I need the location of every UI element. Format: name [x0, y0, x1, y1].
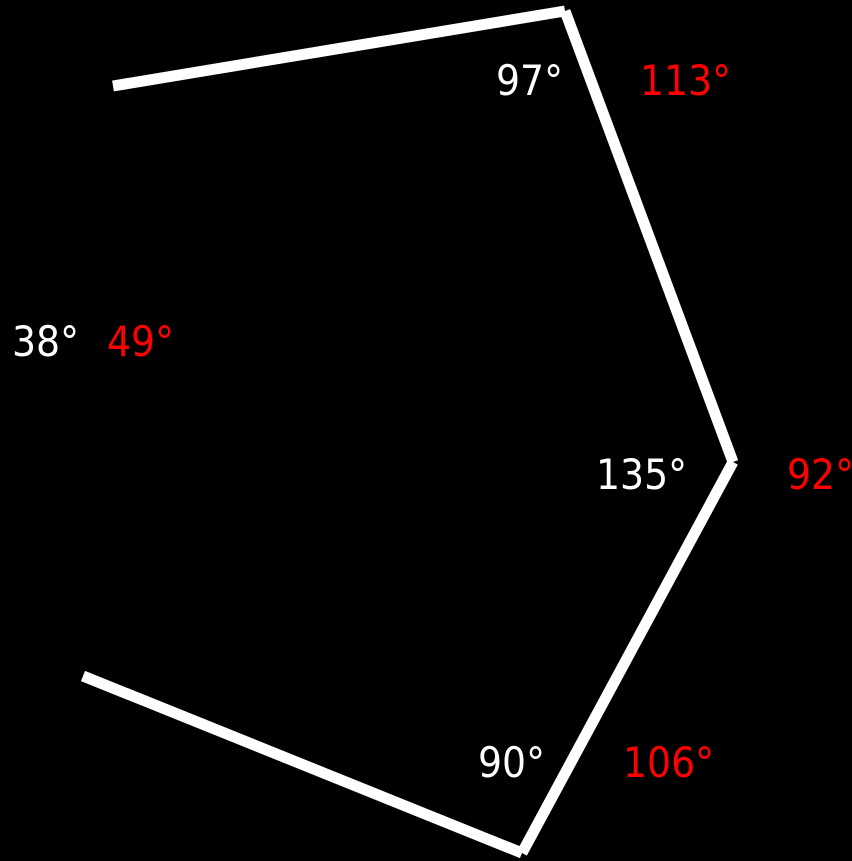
right-vertex-angle-label: 135° — [596, 450, 687, 499]
segment-bottom-to-lower-left — [80, 670, 525, 859]
bottom-vertex-alt-angle-label: 106° — [623, 738, 714, 787]
segment-top-to-right — [559, 9, 739, 464]
segment-left-to-top — [112, 5, 566, 92]
left-angle-label: 38° — [12, 317, 79, 366]
open-polygon-outline — [80, 5, 739, 859]
top-vertex-angle-label: 97° — [496, 56, 563, 105]
right-vertex-alt-angle-label: 92° — [787, 450, 852, 499]
top-vertex-alt-angle-label: 113° — [640, 56, 731, 105]
left-alt-angle-label: 49° — [107, 317, 174, 366]
bottom-vertex-angle-label: 90° — [478, 738, 545, 787]
segment-right-to-bottom — [517, 459, 738, 856]
